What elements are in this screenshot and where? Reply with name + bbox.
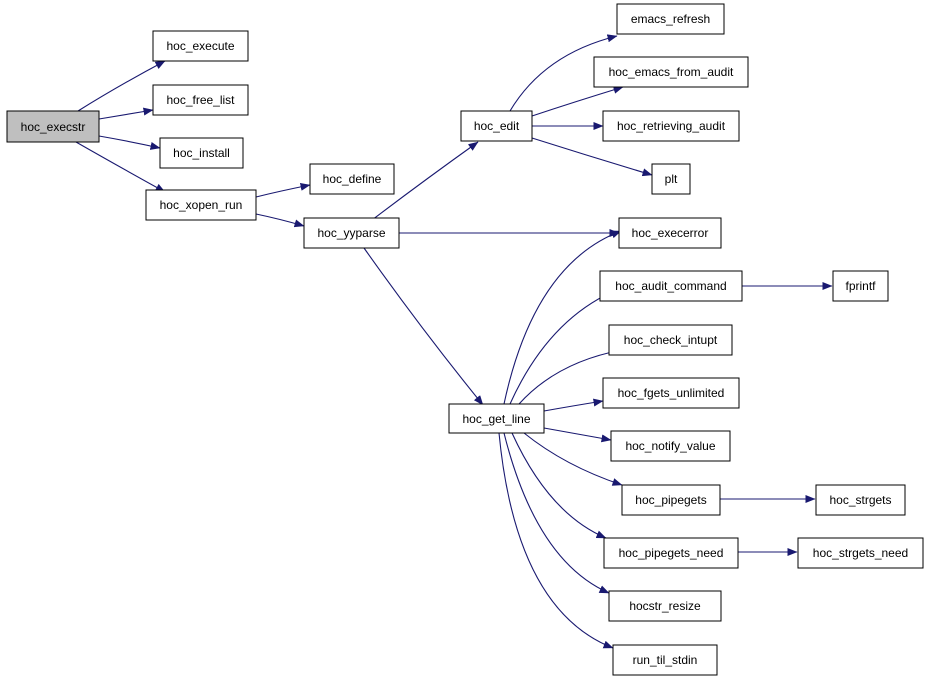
node-label: hoc_edit bbox=[474, 119, 520, 133]
node-hoc_check_intupt[interactable]: hoc_check_intupt bbox=[608, 324, 733, 356]
node-label: hoc_retrieving_audit bbox=[617, 119, 726, 133]
node-label: hoc_execute bbox=[166, 39, 234, 53]
edge-hoc_edit-emacs_refresh bbox=[509, 34, 618, 112]
edges bbox=[75, 34, 833, 649]
node-label: fprintf bbox=[845, 279, 876, 293]
node-hoc_fgets_unlimited[interactable]: hoc_fgets_unlimited bbox=[602, 377, 740, 409]
node-run_til_stdin[interactable]: run_til_stdin bbox=[612, 644, 718, 676]
node-hoc_execute[interactable]: hoc_execute bbox=[152, 30, 249, 62]
edge-hoc_execstr-hoc_install bbox=[98, 135, 161, 150]
node-hoc_retrieving_audit[interactable]: hoc_retrieving_audit bbox=[602, 110, 740, 142]
node-hoc_free_list[interactable]: hoc_free_list bbox=[152, 84, 249, 116]
node-label: hoc_check_intupt bbox=[624, 333, 718, 347]
node-label: hoc_get_line bbox=[462, 412, 530, 426]
edge-hoc_xopen_run-hoc_define bbox=[255, 182, 311, 198]
node-label: hoc_define bbox=[323, 172, 382, 186]
edge-hoc_get_line-hoc_fgets_unlimited bbox=[543, 398, 604, 412]
node-emacs_refresh[interactable]: emacs_refresh bbox=[616, 3, 725, 35]
edge-hoc_xopen_run-hoc_yyparse bbox=[255, 213, 305, 228]
node-hoc_notify_value[interactable]: hoc_notify_value bbox=[610, 430, 731, 462]
edge-hoc_get_line-run_til_stdin bbox=[498, 432, 614, 649]
edge-hoc_get_line-hoc_notify_value bbox=[543, 427, 612, 443]
node-hoc_execerror[interactable]: hoc_execerror bbox=[618, 217, 722, 249]
node-label: hoc_emacs_from_audit bbox=[609, 65, 734, 79]
edge-hoc_get_line-hoc_pipegets bbox=[523, 432, 623, 486]
node-label: hocstr_resize bbox=[629, 599, 701, 613]
node-label: hoc_notify_value bbox=[625, 439, 715, 453]
edge-hoc_execstr-hoc_free_list bbox=[98, 107, 154, 120]
node-hoc_get_line[interactable]: hoc_get_line bbox=[448, 403, 545, 434]
node-hoc_pipegets[interactable]: hoc_pipegets bbox=[621, 484, 721, 516]
edge-hoc_execstr-hoc_xopen_run bbox=[75, 141, 166, 193]
node-hoc_define[interactable]: hoc_define bbox=[309, 163, 395, 195]
node-hoc_audit_command[interactable]: hoc_audit_command bbox=[599, 270, 743, 302]
node-label: hoc_execstr bbox=[21, 120, 86, 134]
edge-hoc_edit-hoc_emacs_from_audit bbox=[531, 85, 624, 117]
node-hoc_xopen_run[interactable]: hoc_xopen_run bbox=[145, 189, 257, 221]
node-label: hoc_fgets_unlimited bbox=[618, 386, 725, 400]
node-hoc_execstr[interactable]: hoc_execstr bbox=[6, 110, 100, 143]
node-label: hoc_pipegets bbox=[635, 493, 706, 507]
node-hoc_yyparse[interactable]: hoc_yyparse bbox=[303, 217, 400, 249]
node-label: hoc_free_list bbox=[166, 93, 235, 107]
node-hoc_strgets[interactable]: hoc_strgets bbox=[815, 484, 906, 516]
node-hocstr_resize[interactable]: hocstr_resize bbox=[608, 590, 722, 622]
node-label: hoc_yyparse bbox=[317, 226, 385, 240]
node-label: hoc_audit_command bbox=[615, 279, 726, 293]
edge-hoc_edit-plt bbox=[531, 137, 653, 177]
edge-hoc_get_line-hoc_pipegets_need bbox=[511, 432, 607, 539]
nodes: hoc_execstr hoc_execute hoc_free_list ho… bbox=[6, 3, 924, 676]
node-label: hoc_pipegets_need bbox=[619, 546, 724, 560]
edge-hoc_get_line-hoc_audit_command bbox=[509, 291, 613, 405]
node-label: plt bbox=[665, 172, 678, 186]
node-label: hoc_install bbox=[173, 146, 230, 160]
node-fprintf[interactable]: fprintf bbox=[832, 270, 889, 302]
node-label: run_til_stdin bbox=[633, 653, 698, 667]
edge-hoc_get_line-hocstr_resize bbox=[503, 432, 610, 594]
node-label: hoc_execerror bbox=[632, 226, 709, 240]
node-hoc_strgets_need[interactable]: hoc_strgets_need bbox=[797, 537, 924, 569]
node-hoc_emacs_from_audit[interactable]: hoc_emacs_from_audit bbox=[593, 56, 749, 88]
node-label: hoc_xopen_run bbox=[160, 198, 243, 212]
edge-hoc_yyparse-hoc_get_line bbox=[363, 247, 484, 406]
edge-hoc_get_line-hoc_execerror bbox=[503, 230, 622, 405]
node-hoc_install[interactable]: hoc_install bbox=[159, 137, 244, 169]
node-plt[interactable]: plt bbox=[651, 163, 691, 195]
node-hoc_edit[interactable]: hoc_edit bbox=[460, 110, 533, 142]
node-label: emacs_refresh bbox=[631, 12, 710, 26]
node-label: hoc_strgets bbox=[829, 493, 891, 507]
edge-hoc_execstr-hoc_execute bbox=[77, 60, 166, 112]
edge-hoc_yyparse-hoc_edit bbox=[371, 141, 479, 221]
node-label: hoc_strgets_need bbox=[813, 546, 908, 560]
node-hoc_pipegets_need[interactable]: hoc_pipegets_need bbox=[603, 537, 739, 569]
